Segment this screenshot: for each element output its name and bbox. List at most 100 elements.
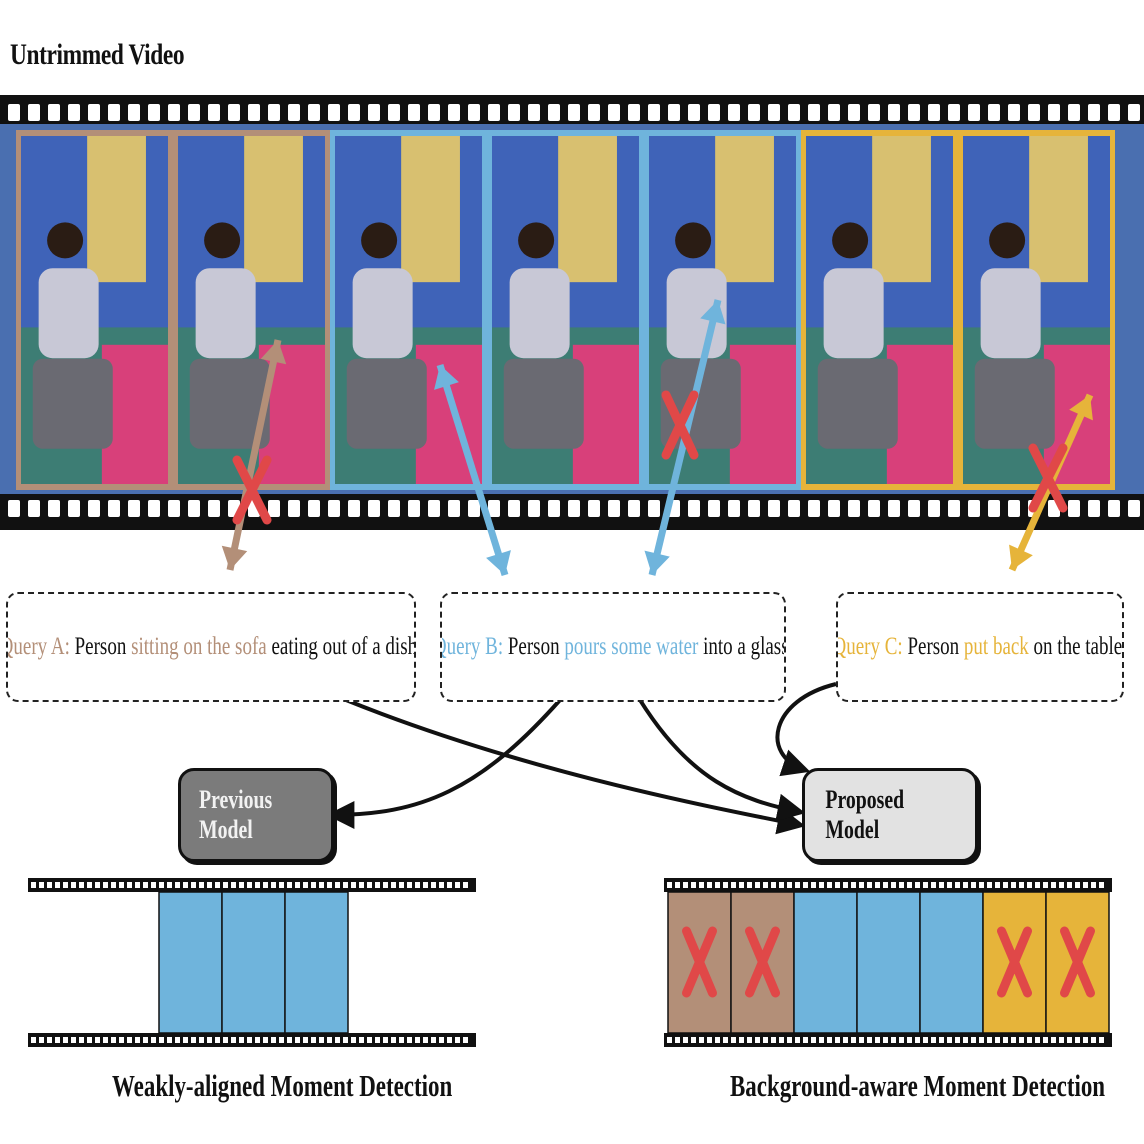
sprocket-hole [108, 104, 120, 121]
sprocket-hole [828, 500, 840, 517]
sprocket-hole [103, 882, 108, 888]
weakly-aligned-caption: Weakly-aligned Moment Detection [112, 1068, 453, 1103]
sprocket-hole [271, 882, 276, 888]
sprocket-hole [448, 500, 460, 517]
sprocket-hole [231, 882, 236, 888]
sprocket-hole [867, 882, 872, 888]
sprocket-hole [808, 500, 820, 517]
sprocket-hole [803, 882, 808, 888]
sprocket-hole [128, 104, 140, 121]
sprocket-hole [1083, 1037, 1088, 1043]
sprocket-hole [508, 104, 520, 121]
sprocket-hole [191, 882, 196, 888]
sprocket-hole [328, 500, 340, 517]
sprocket-hole [548, 500, 560, 517]
sprocket-hole [391, 882, 396, 888]
sprocket-hole [288, 500, 300, 517]
sprocket-hole [1008, 104, 1020, 121]
sprocket-hole [891, 882, 896, 888]
query-a-to-proposed-arrow [345, 698, 806, 835]
sprocket-hole [119, 1037, 124, 1043]
sprocket-hole [948, 500, 960, 517]
sprocket-hole [868, 500, 880, 517]
sprocket-hole [199, 1037, 204, 1043]
sprocket-hole [1008, 500, 1020, 517]
sprocket-hole [568, 104, 580, 121]
sprocket-hole [1075, 1037, 1080, 1043]
sprocket-hole [383, 882, 388, 888]
sprocket-hole [188, 500, 200, 517]
person-holding-bottle-frame [173, 130, 330, 490]
sprocket-hole [191, 1037, 196, 1043]
sprocket-hole [968, 500, 980, 517]
sprocket-hole [739, 882, 744, 888]
sprocket-hole [963, 1037, 968, 1043]
sprocket-hole [391, 1037, 396, 1043]
sprocket-hole [1035, 1037, 1040, 1043]
sprocket-hole [899, 1037, 904, 1043]
sprocket-hole [987, 882, 992, 888]
sprocket-hole [239, 882, 244, 888]
segment-cell [221, 891, 286, 1034]
sprocket-hole [351, 1037, 356, 1043]
sprocket-hole [47, 1037, 52, 1043]
sprocket-hole [268, 104, 280, 121]
sprocket-hole [288, 104, 300, 121]
sprocket-hole [183, 1037, 188, 1043]
query-a-box: Query A: Person sitting on the sofa eati… [6, 592, 416, 702]
sprocket-hole [1059, 882, 1064, 888]
sprocket-hole [907, 882, 912, 888]
sprocket-hole [875, 1037, 880, 1043]
sprocket-hole [728, 104, 740, 121]
previous-model-label: Previous Model [199, 785, 273, 844]
sprocket-hole [1099, 882, 1104, 888]
sprocket-hole [528, 500, 540, 517]
sprocket-hole [39, 1037, 44, 1043]
sprocket-hole [455, 1037, 460, 1043]
sprocket-hole [31, 1037, 36, 1043]
sprocket-hole [1099, 1037, 1104, 1043]
sprocket-hole [335, 1037, 340, 1043]
sprocket-hole [835, 882, 840, 888]
sprocket-hole [947, 882, 952, 888]
sprocket-hole [963, 882, 968, 888]
sprocket-hole [439, 1037, 444, 1043]
sprocket-hole [971, 1037, 976, 1043]
sprocket-hole [668, 104, 680, 121]
person-pouring-frame [330, 130, 487, 490]
sprocket-hole [763, 882, 768, 888]
red-cross-icon [745, 926, 780, 998]
sprocket-hole [39, 882, 44, 888]
sprocket-hole [268, 500, 280, 517]
sprocket-hole [851, 1037, 856, 1043]
sprocket-hole [79, 1037, 84, 1043]
sprocket-hole [167, 882, 172, 888]
sprocket-hole [868, 104, 880, 121]
sprocket-hole [755, 882, 760, 888]
sprocket-hole [827, 882, 832, 888]
sprocket-hole [923, 882, 928, 888]
sprocket-hole [175, 882, 180, 888]
red-cross-icon [997, 926, 1032, 998]
sprocket-hole [463, 1037, 468, 1043]
sprocket-hole [148, 500, 160, 517]
sprocket-hole [688, 104, 700, 121]
sprocket-hole [819, 882, 824, 888]
sprocket-hole [907, 1037, 912, 1043]
sprocket-hole [407, 1037, 412, 1043]
query-c-to-proposed-arrow [775, 682, 837, 777]
sprocket-hole [95, 1037, 100, 1043]
sprocket-hole [675, 882, 680, 888]
sprocket-hole [303, 1037, 308, 1043]
sprocket-hole [788, 104, 800, 121]
segment-cell [284, 891, 349, 1034]
sprocket-hole [1088, 104, 1100, 121]
person-pouring-frame [487, 130, 644, 490]
sprocket-hole [28, 500, 40, 517]
sprocket-hole [351, 882, 356, 888]
sprocket-hole [768, 104, 780, 121]
sprocket-hole [848, 104, 860, 121]
segment-cell [919, 891, 984, 1034]
sprocket-hole [787, 1037, 792, 1043]
sprocket-hole [691, 882, 696, 888]
